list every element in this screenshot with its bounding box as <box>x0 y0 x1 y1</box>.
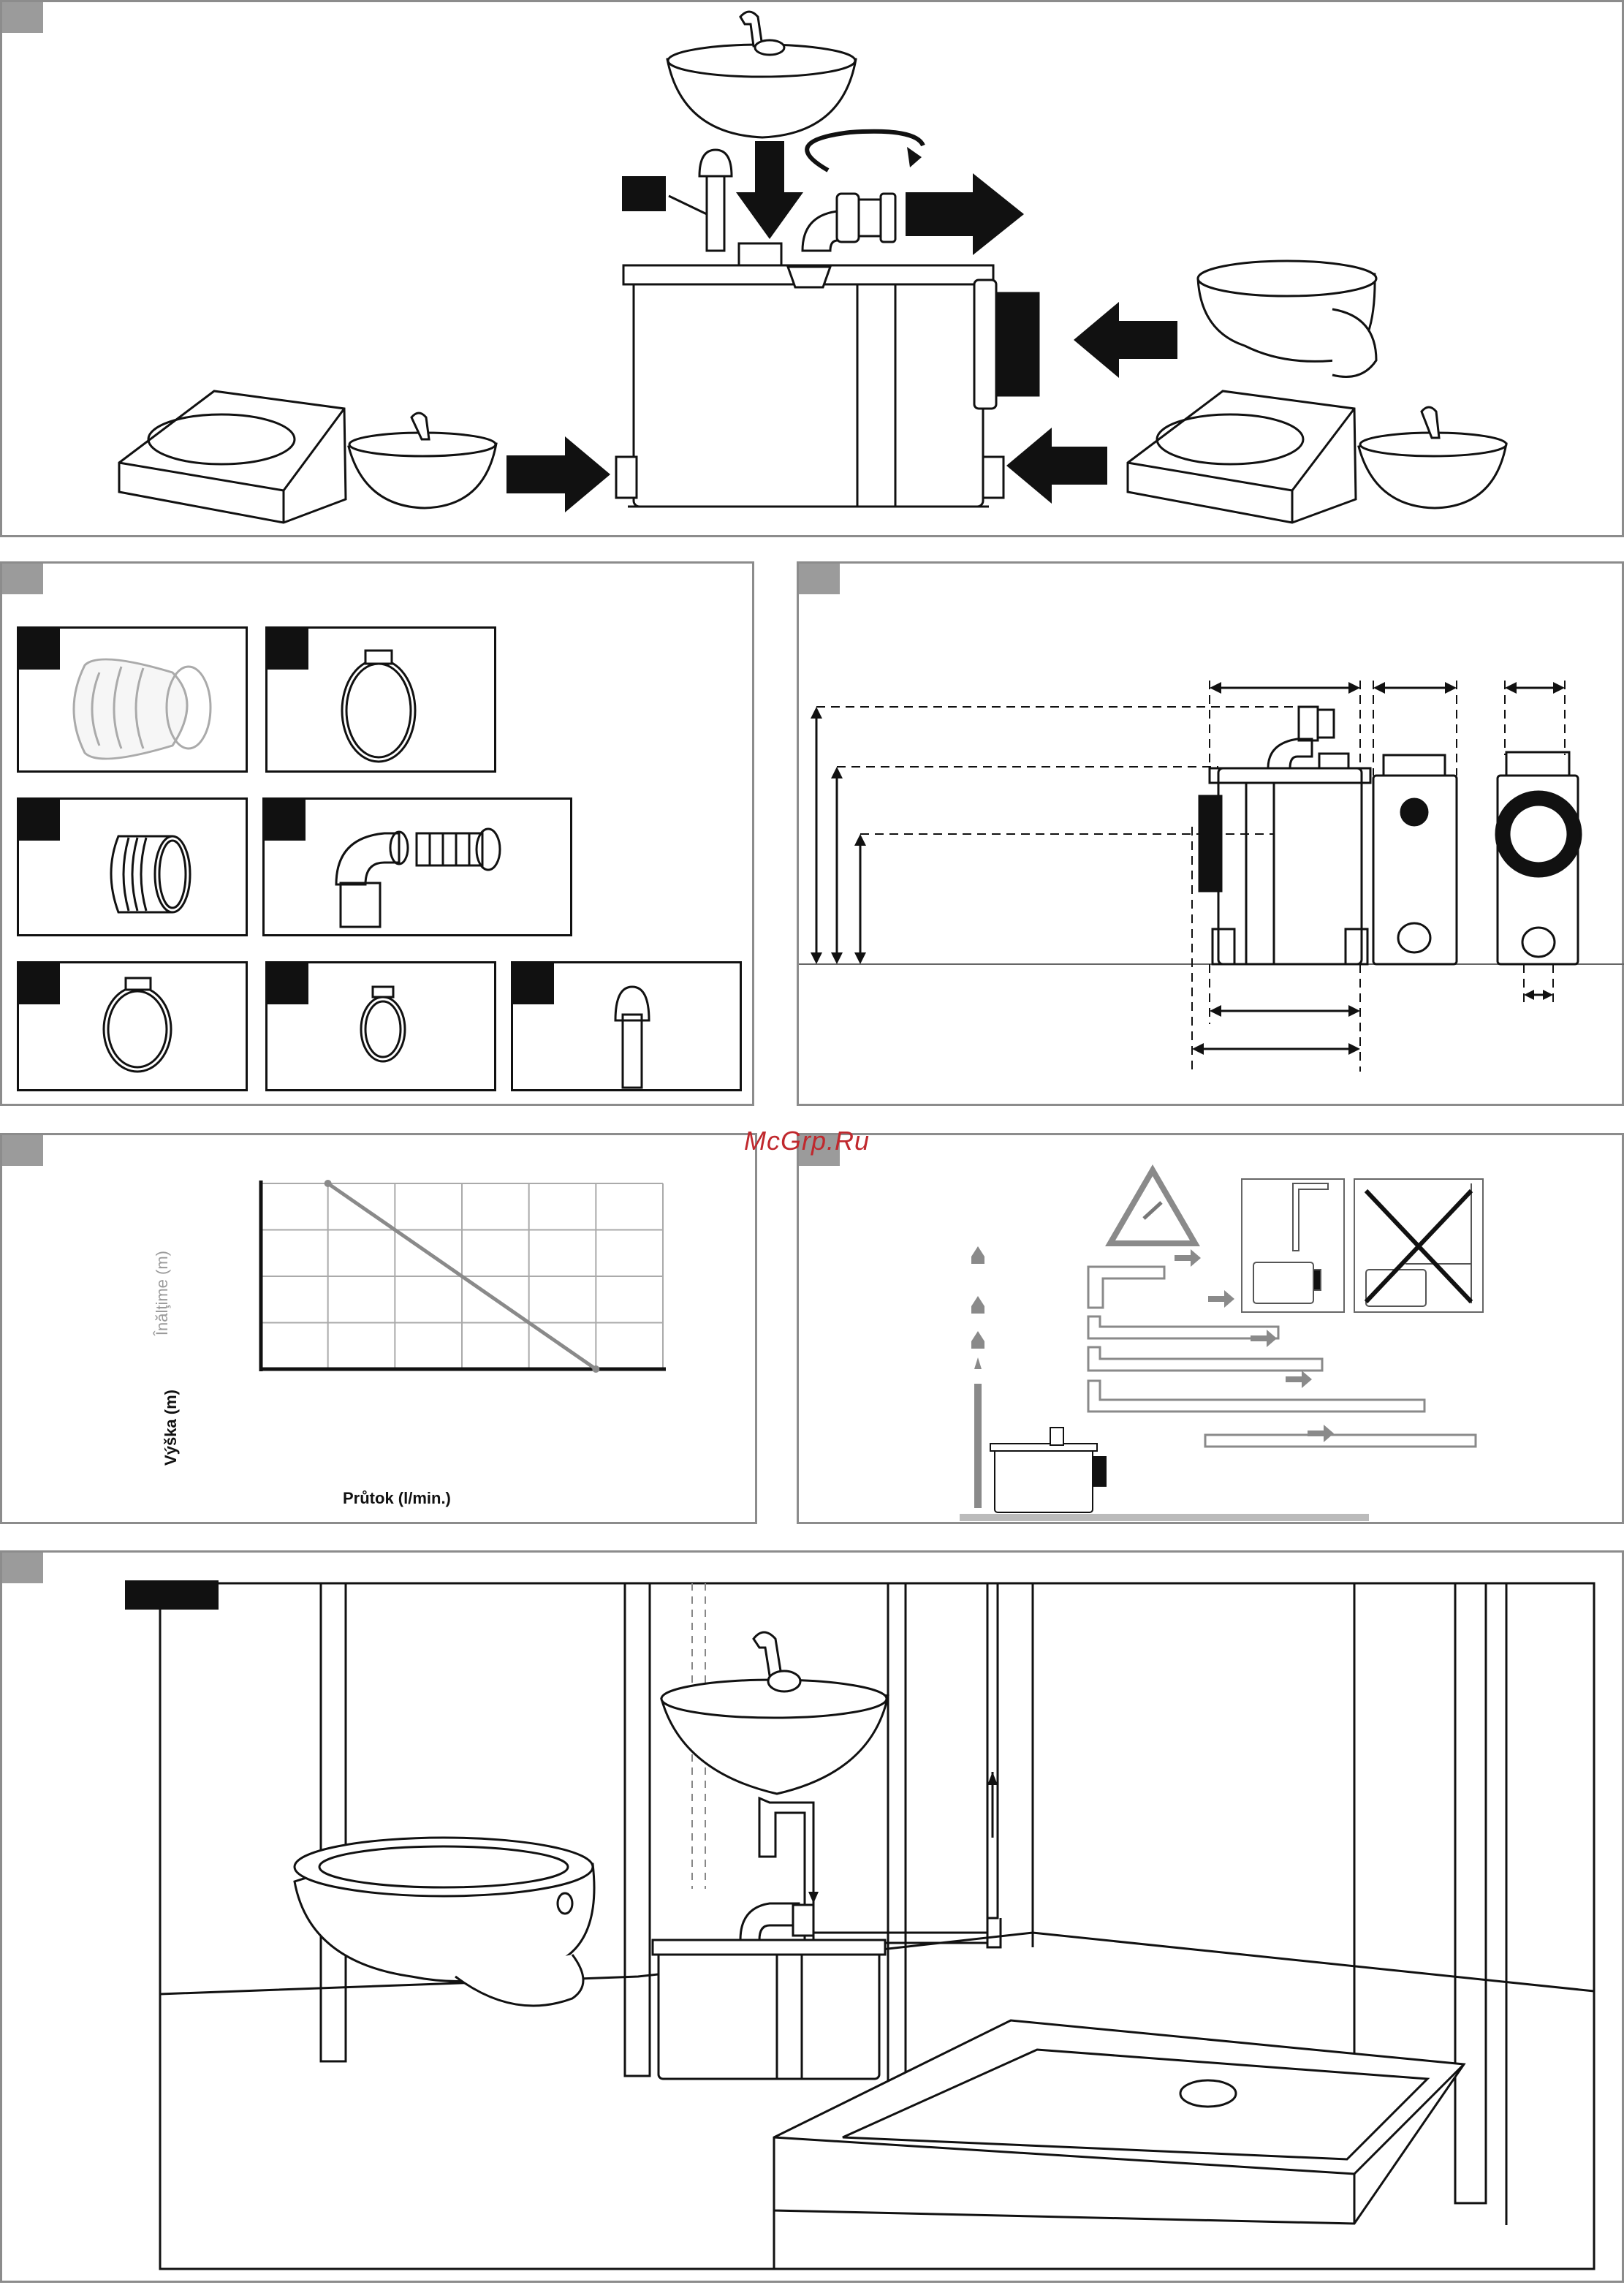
pipe-routing-drawing <box>799 1135 1624 1526</box>
series-point <box>592 1365 599 1373</box>
part-c-connector <box>17 797 248 936</box>
watermark: McGrp.Ru <box>744 1126 870 1156</box>
part-b-clamp <box>265 626 496 773</box>
panel-installation <box>0 1550 1624 2283</box>
panel-tab <box>2 564 43 594</box>
performance-chart <box>2 1135 759 1526</box>
dimensions-drawing <box>799 564 1624 1108</box>
series-point <box>325 1180 332 1187</box>
panel-performance: Înălţime (m) Výška (m) Průtok (l/min.) <box>0 1133 757 1524</box>
connections-illustration <box>2 2 1624 539</box>
part-e-clamp-large <box>17 961 248 1091</box>
panel-pipe-routing <box>797 1133 1624 1524</box>
panel-parts <box>0 561 754 1106</box>
part-a-coupling <box>17 626 248 773</box>
part-f-clamp-small <box>265 961 496 1091</box>
installation-scene <box>2 1553 1624 2285</box>
part-g-vent-valve <box>511 961 742 1091</box>
panel-dimensions <box>797 561 1624 1106</box>
panel-connections <box>0 0 1624 537</box>
part-d-elbow <box>262 797 572 936</box>
